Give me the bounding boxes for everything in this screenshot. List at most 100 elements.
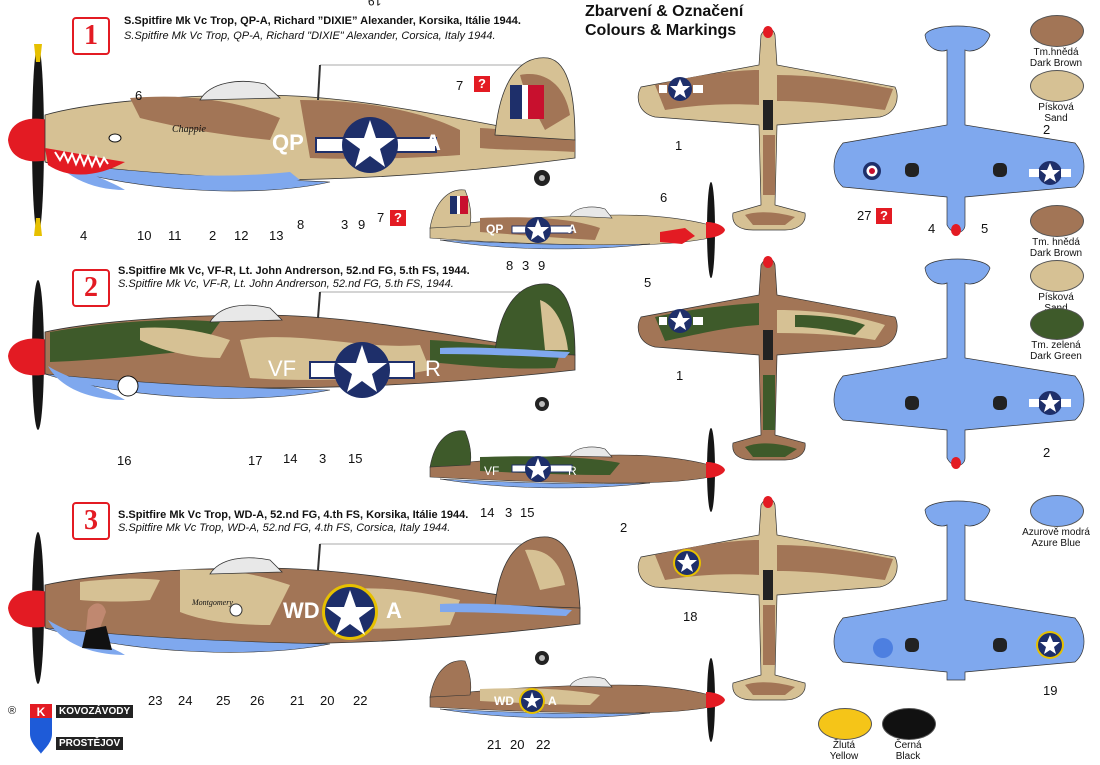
swatch-yellow [818,708,872,740]
callout: 4 [928,221,936,236]
swatch-dark-brown-1 [1030,15,1084,47]
callout: 8 [297,217,305,232]
callout: 20 [320,693,335,708]
swatch-black [882,708,936,740]
logo-registered-mark: ® [8,705,17,717]
scheme-1-side-view [8,44,576,236]
page-number: 19 [368,0,382,8]
scheme-3-bottom-view [833,500,1085,681]
callout: 3 [522,258,530,273]
callout: 17 [248,453,263,468]
scheme-2-code-right: R [425,356,441,381]
scheme-1-subtitle: S.Spitfire Mk Vc Trop, QP-A, Richard "DI… [124,30,496,42]
callout: 6 [660,190,668,205]
callout: 21 [487,737,502,752]
unknown-marker-7-small: ? [390,210,406,226]
callout: 2 [1043,445,1051,460]
logo-line-1: KOVOZÁVODY [56,705,134,718]
scheme-1-nose-art: Chappie [172,124,206,135]
callout: 8 [506,258,514,273]
scheme-2-side-view [8,280,576,430]
logo-shield-icon: K [30,704,52,754]
scheme-2-top-view [637,256,898,461]
callout: 1 [676,368,684,383]
callout: 9 [538,258,546,273]
scheme-2-small-code-right: R [568,464,577,478]
callout: 14 [283,451,298,466]
scheme-2-small-code-left: VF [484,464,500,478]
scheme-3-nose-art: Montgomery [192,598,233,607]
swatch-dark-brown-2 [1030,205,1084,237]
scheme-3-subtitle: S.Spitfire Mk Vc Trop, WD-A, 52.nd FG, 4… [118,522,451,534]
unknown-marker-7: ? [474,76,490,92]
callout: 16 [117,453,132,468]
callout: 2 [209,228,217,243]
callout: 3 [319,451,327,466]
scheme-3-top-view [637,496,898,701]
scheme-2-badge: 2 [72,269,110,307]
callout: 6 [135,88,143,103]
callout: 21 [290,693,305,708]
callout: 7 [377,210,385,225]
callout: 9 [358,217,366,232]
callout: 27 [857,208,872,223]
callout: 26 [250,693,265,708]
scheme-1-small-side-view [429,182,725,278]
scheme-2-subtitle: S.Spitfire Mk Vc, VF-R, Lt. John Andrers… [118,278,454,290]
callout: 22 [536,737,551,752]
scheme-2-code-left: VF [268,356,297,381]
callout: 10 [137,228,152,243]
callout: 2 [1043,122,1051,137]
callout: 5 [981,221,989,236]
callout: 13 [269,228,284,243]
scheme-3-code-right: A [386,598,402,623]
heading-cz: Zbarvení & Označení [585,3,744,20]
scheme-1-top-view [637,26,898,231]
swatch-dark-green [1030,308,1084,340]
callout: 1 [675,138,683,153]
scheme-3-side-view [8,532,581,684]
callout: 14 [480,505,495,520]
unknown-marker-27: ? [876,208,892,224]
callout: 2 [620,520,628,535]
scheme-1-badge: 1 [72,17,110,55]
scheme-3-badge: 3 [72,502,110,540]
swatch-sand-2 [1030,260,1084,292]
scheme-1-small-code-right: A [568,222,577,236]
callout: 11 [168,228,182,243]
callout: 7 [456,78,464,93]
callout: 19 [1043,683,1058,698]
scheme-2-bottom-view [833,258,1085,469]
callout: 22 [353,693,368,708]
callout: 25 [216,693,231,708]
heading-en: Colours & Markings [585,22,737,39]
scheme-3-small-code-left: WD [494,694,514,708]
callout: 18 [683,609,698,624]
callout: 4 [80,228,88,243]
scheme-1-title: S.Spitfire Mk Vc Trop, QP-A, Richard ”DI… [124,15,521,27]
swatch-sand-1 [1030,70,1084,102]
callout: 15 [348,451,363,466]
scheme-3-small-code-right: A [548,694,557,708]
logo-line-2: PROSTĚJOV [56,737,124,750]
scheme-3-small-side-view [429,658,725,742]
scheme-3-title: S.Spitfire Mk Vc Trop, WD-A, 52.nd FG, 4… [118,509,469,521]
scheme-1-bottom-view [833,25,1085,236]
callout: 24 [178,693,193,708]
callout: 12 [234,228,249,243]
scheme-2-title: S.Spitfire Mk Vc, VF-R, Lt. John Andrers… [118,265,470,277]
callout: 5 [644,275,652,290]
callout: 23 [148,693,163,708]
scheme-1-code-left: QP [272,130,304,155]
logo-letter: K [37,705,46,719]
swatch-azure-blue [1030,495,1084,527]
callout: 15 [520,505,535,520]
scheme-1-small-code-left: QP [486,222,504,236]
